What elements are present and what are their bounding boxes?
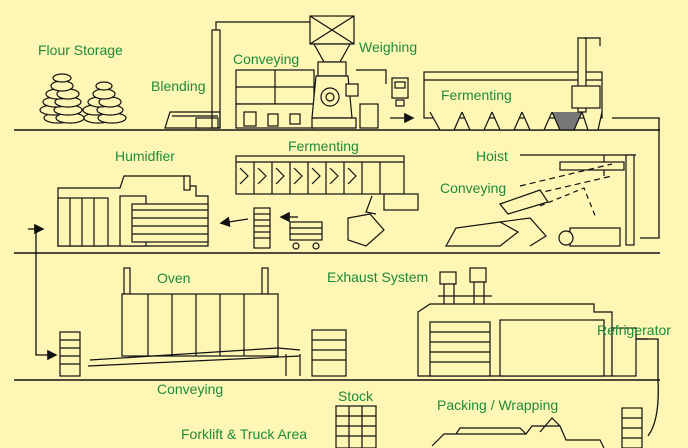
label-humidifier: Humidfier [115, 148, 175, 164]
label-exhaust-system: Exhaust System [327, 269, 428, 285]
label-packing-wrapping: Packing / Wrapping [437, 397, 558, 413]
label-stock: Stock [338, 388, 373, 404]
label-fermenting-top: Fermenting [441, 87, 512, 103]
label-conveying-top: Conveying [233, 51, 299, 67]
humidifier-unit [58, 176, 208, 246]
packing-machine [432, 408, 642, 448]
label-conveying-bottom: Conveying [157, 381, 223, 397]
flour-sacks [40, 74, 126, 123]
label-refrigerator: Refrigerator [597, 322, 671, 338]
refrigerator-unit [418, 304, 636, 376]
label-conveying-mid: Conveying [440, 180, 506, 196]
label-oven: Oven [157, 270, 190, 286]
label-fermenting-mid: Fermenting [288, 138, 359, 154]
stock-pile [336, 406, 376, 448]
label-flour-storage: Flour Storage [38, 42, 123, 58]
label-hoist: Hoist [476, 148, 508, 164]
oven-unit [60, 268, 346, 376]
label-weighing: Weighing [359, 39, 417, 55]
label-forklift-truck-area: Forklift & Truck Area [181, 426, 307, 442]
fermenting-tanks-top [424, 38, 602, 130]
label-blending: Blending [151, 78, 206, 94]
tray-rack-mid [254, 208, 322, 249]
weighing-hopper [310, 16, 408, 128]
hoist-conveyor [446, 155, 636, 246]
